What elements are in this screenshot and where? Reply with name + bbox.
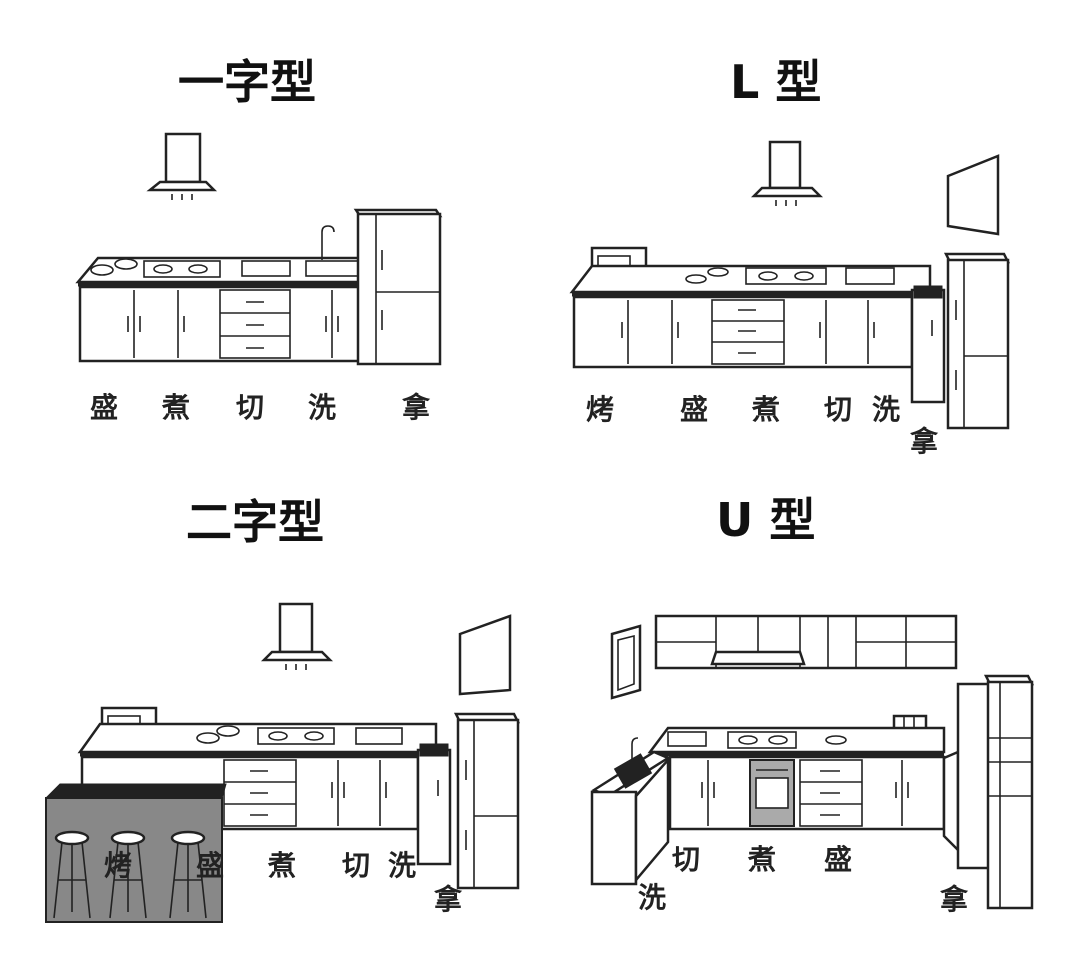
step-label: 切	[672, 843, 701, 876]
sink	[241, 225, 363, 277]
step-label: 切	[236, 391, 265, 424]
base-cabinets	[223, 759, 439, 827]
refrigerator	[453, 712, 521, 890]
sink	[631, 731, 707, 770]
oven	[749, 759, 795, 827]
panel-galley-kitchen	[44, 602, 521, 923]
stove	[685, 267, 827, 285]
step-label: 洗	[638, 881, 667, 914]
step-label: 煮	[268, 849, 297, 882]
wall-cabinets	[654, 614, 958, 670]
panel-title-straight: 一字型	[178, 55, 316, 109]
step-label: 盛	[90, 391, 119, 424]
right-cabinets	[942, 682, 992, 870]
sink	[355, 727, 403, 745]
stove	[90, 258, 221, 278]
step-label: 洗	[872, 393, 901, 426]
refrigerator	[943, 252, 1011, 430]
range-hood	[260, 602, 334, 670]
step-label: 煮	[752, 393, 781, 426]
window	[610, 624, 642, 700]
stove	[196, 725, 335, 745]
window	[946, 154, 1000, 236]
panel-title-u: U 型	[716, 493, 816, 547]
step-label: 拿	[940, 883, 969, 916]
step-label: 洗	[388, 849, 417, 882]
sink	[845, 267, 895, 285]
base-cabinets	[127, 289, 339, 359]
step-label: 切	[824, 393, 853, 426]
panel-u-kitchen	[590, 614, 1035, 910]
step-label: 烤	[104, 849, 133, 882]
bar-counter	[44, 783, 227, 923]
step-label: 煮	[162, 391, 191, 424]
step-label: 煮	[748, 843, 777, 876]
step-label: 烤	[586, 393, 615, 426]
refrigerator	[983, 674, 1035, 910]
step-label: 盛	[680, 393, 709, 426]
bar-stools	[53, 830, 207, 919]
step-label: 洗	[308, 391, 337, 424]
step-label: 拿	[910, 425, 939, 458]
range-hood	[750, 140, 824, 206]
step-label: 盛	[824, 843, 853, 876]
step-label: 拿	[402, 391, 431, 424]
base-cabinets	[701, 759, 909, 827]
stove	[727, 731, 847, 749]
panel-l-kitchen	[569, 140, 1011, 430]
panel-straight-kitchen	[75, 132, 443, 366]
panel-title-l: L 型	[730, 55, 822, 109]
window	[458, 614, 512, 696]
refrigerator	[353, 208, 443, 366]
step-label: 切	[342, 849, 371, 882]
panel-title-galley: 二字型	[186, 495, 324, 549]
range-hood	[146, 132, 218, 200]
step-label: 盛	[196, 849, 225, 882]
base-cabinets	[621, 299, 933, 365]
step-label: 拿	[434, 883, 463, 916]
